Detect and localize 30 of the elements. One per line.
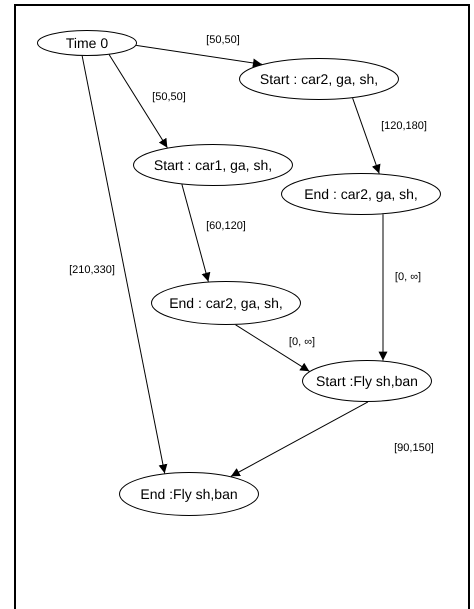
arrow [378, 214, 388, 362]
arrow [181, 184, 210, 282]
edge-label: [60,120] [205, 220, 247, 232]
arrow [136, 44, 262, 68]
edge-label: [50,50] [151, 91, 187, 103]
arrow [352, 98, 380, 174]
node-label: Start :Fly sh,ban [316, 373, 418, 389]
ellipse-node [239, 58, 399, 100]
node-label: End : car2, ga, sh, [304, 186, 418, 202]
arrow [82, 55, 168, 474]
arrow [235, 324, 310, 372]
node-label: End : car2, ga, sh, [169, 295, 283, 311]
node-label: End :Fly sh,ban [140, 486, 238, 502]
ellipse-node [281, 173, 441, 215]
ellipse-node [133, 144, 293, 186]
ellipse-node [302, 360, 432, 402]
arrow [230, 402, 368, 477]
edge-label: [0, ∞] [394, 271, 422, 283]
edge-label: [0, ∞] [288, 336, 316, 348]
node-label: Start : car2, ga, sh, [260, 71, 378, 87]
ellipse-node [151, 281, 301, 325]
edge-label: [50,50] [205, 34, 241, 46]
node-label: Time 0 [66, 35, 108, 51]
edge-label: [210,330] [68, 264, 116, 276]
ellipse-node [37, 30, 137, 56]
edge-label: [90,150] [393, 442, 435, 454]
node-label: Start : car1, ga, sh, [154, 157, 272, 173]
arrow [108, 54, 168, 148]
edge-label: [120,180] [380, 120, 428, 132]
ellipse-node [119, 472, 259, 516]
